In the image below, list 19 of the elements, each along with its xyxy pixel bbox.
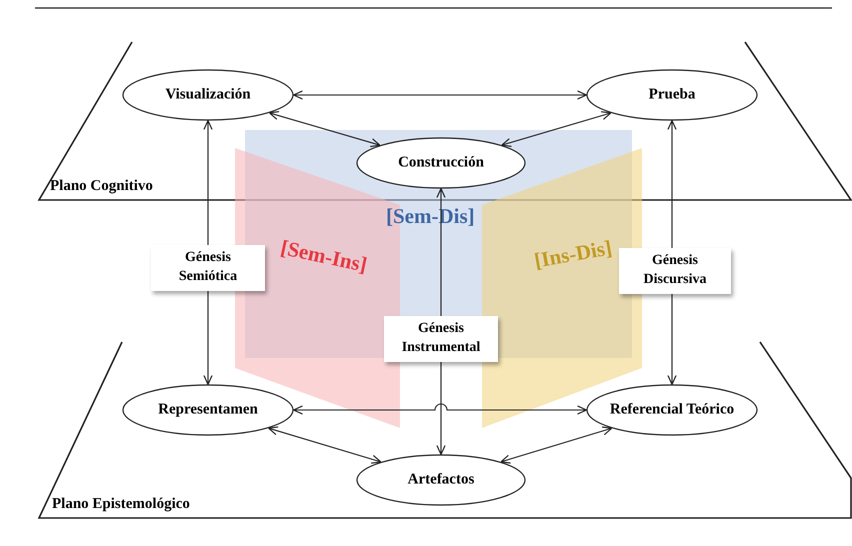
panel-label: [Ins-Dis]: [532, 235, 614, 274]
concept-label: Construcción: [397, 154, 485, 172]
concept-label: Artefactos: [406, 472, 476, 488]
edge-label: Génesis Discursiva: [619, 248, 731, 294]
double-arrow: [501, 111, 612, 148]
double-arrow: [292, 404, 588, 415]
panel-label: [Sem-Ins]: [278, 235, 370, 278]
plane-label: Plano Cognitivo: [50, 178, 153, 195]
double-arrow: [268, 426, 382, 464]
edge-label: Génesis Instrumental: [384, 316, 498, 362]
double-arrow: [500, 426, 612, 464]
concept-label: Referencial Teórico: [608, 402, 736, 418]
concept-label: Visualización: [164, 86, 252, 104]
concept-label: Representamen: [157, 402, 259, 418]
double-arrow: [292, 90, 588, 100]
plane-label: Plano Epistemológico: [52, 496, 190, 513]
edge-label: Génesis Semiótica: [151, 245, 265, 291]
double-arrow: [268, 110, 381, 148]
concept-label: Prueba: [648, 86, 696, 104]
